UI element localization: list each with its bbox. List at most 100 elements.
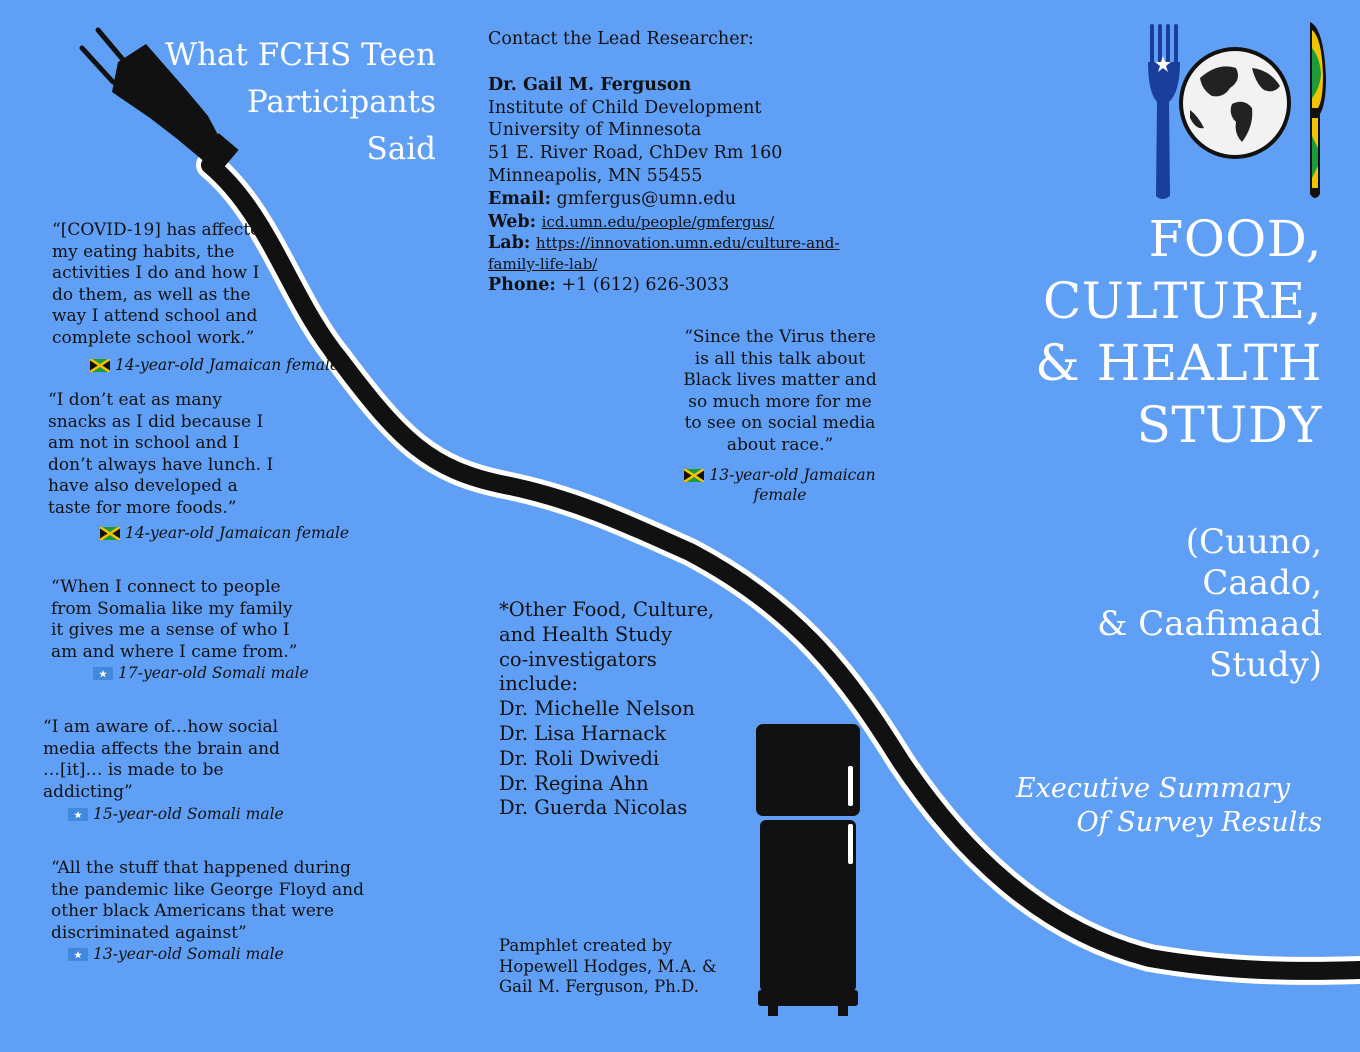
quote-line: the pandemic like George Floyd and — [51, 879, 364, 900]
quote-attribution-6: 13-year-old Jamaican female — [680, 465, 880, 505]
attribution-text: 17-year-old Somali male — [118, 664, 309, 682]
quote-line: addicting” — [43, 781, 133, 802]
phone-row: Phone: +1 (612) 626-3033 — [488, 274, 868, 297]
executive-summary-subtitle: Executive Summary Of Survey Results — [1016, 772, 1322, 840]
quote-attribution-2: 14-year-old Jamaican female — [100, 523, 349, 543]
credit-line: Pamphlet created by — [499, 936, 672, 955]
study-title-line: & HEALTH — [1035, 334, 1322, 392]
knife-icon — [1310, 22, 1326, 198]
attribution-text: 15-year-old Somali male — [93, 805, 284, 823]
lab-link[interactable]: https://innovation.umn.edu/culture-and- — [535, 234, 840, 253]
attribution-text: 14-year-old Jamaican female — [125, 524, 350, 542]
quote-line: about race.” — [726, 434, 834, 455]
quote-line: it gives me a sense of who I — [51, 620, 290, 640]
quote-line: am not in school and I — [48, 433, 240, 453]
somali-title-line: & Caafimaad — [1097, 604, 1322, 644]
quote-line: “All the stuff that happened during — [51, 858, 351, 878]
attribution-text: female — [753, 486, 807, 504]
quote-line: to see on social media — [684, 413, 876, 433]
teen-quote-4: “I am aware of…how social media affects … — [43, 717, 313, 803]
quote-line: my eating habits, the — [52, 241, 235, 262]
somali-title-line: Caado, — [1202, 563, 1322, 603]
credit-line: Hopewell Hodges, M.A. & — [499, 956, 717, 976]
somalia-flag-icon — [93, 667, 113, 680]
email-row: Email: gmfergus@umn.edu — [488, 188, 868, 211]
quote-line: do them, as well as the — [52, 284, 251, 305]
quote-line: media affects the brain and — [43, 738, 280, 759]
jamaica-flag-icon — [90, 359, 110, 372]
lab-row-continued: family-life-lab/ — [488, 254, 868, 275]
quote-line: so much more for me — [688, 391, 872, 412]
somalia-flag-icon — [68, 808, 88, 821]
coinvestigator-name: Dr. Roli Dwivedi — [499, 746, 660, 770]
panel-title-line: What FCHS Teen — [165, 37, 436, 73]
phone-label: Phone: — [488, 275, 556, 296]
teen-quote-6: “Since the Virus there is all this talk … — [680, 327, 880, 456]
coinvestigators-intro: and Health Study — [499, 622, 673, 646]
subtitle-line: Executive Summary — [1015, 773, 1290, 804]
quote-line: “When I connect to people — [51, 577, 281, 597]
study-title-line: CULTURE, — [1042, 272, 1322, 330]
teen-quote-3: “When I connect to people from Somalia l… — [51, 577, 321, 663]
email-label: Email: — [488, 188, 551, 209]
somali-title-line: Study) — [1208, 645, 1322, 685]
address-line: Institute of Child Development — [488, 97, 762, 118]
address-line: 51 E. River Road, ChDev Rm 160 — [488, 143, 783, 164]
coinvestigator-name: Dr. Michelle Nelson — [499, 697, 695, 721]
panel-title-line: Said — [366, 131, 436, 167]
quote-line: “I don’t eat as many — [48, 390, 223, 410]
coinvestigator-name: Dr. Lisa Harnack — [499, 721, 667, 745]
phone-value: +1 (612) 626-3033 — [561, 275, 730, 296]
coinvestigator-name: Dr. Guerda Nicolas — [499, 796, 688, 820]
panel-title: What FCHS Teen Participants Said — [150, 32, 436, 173]
study-title-line: FOOD, — [1148, 210, 1322, 268]
somali-study-title: (Cuuno, Caado, & Caafimaad Study) — [1072, 522, 1322, 686]
attribution-text: 14-year-old Jamaican female — [115, 356, 340, 374]
refrigerator-icon — [756, 724, 860, 1016]
quote-line: have also developed a — [48, 476, 238, 496]
coinvestigators-intro: co-investigators — [499, 647, 657, 671]
attribution-text: 13-year-old Jamaican — [709, 466, 876, 484]
web-link[interactable]: icd.umn.edu/people/gmfergus/ — [541, 212, 774, 231]
globe-icon — [1179, 47, 1291, 159]
quote-attribution-3: 17-year-old Somali male — [93, 663, 309, 683]
quote-line: am and where I came from.” — [51, 641, 298, 662]
address-line: Minneapolis, MN 55455 — [488, 165, 703, 186]
food-culture-logo — [1148, 22, 1326, 199]
quote-line: other black Americans that were — [51, 901, 334, 921]
email-value[interactable]: gmfergus@umn.edu — [556, 188, 737, 209]
lab-label: Lab: — [488, 233, 531, 254]
quote-line: taste for more foods.” — [48, 497, 237, 518]
lab-link-continued[interactable]: family-life-lab/ — [488, 254, 598, 273]
coinvestigators-list: *Other Food, Culture, and Health Study c… — [499, 598, 749, 821]
web-label: Web: — [488, 211, 537, 232]
contact-heading: Contact the Lead Researcher: — [488, 29, 754, 49]
quote-line: discriminated against” — [51, 922, 247, 943]
web-row: Web: icd.umn.edu/people/gmfergus/ — [488, 211, 868, 234]
panel-title-line: Participants — [246, 84, 436, 120]
quote-line: …[it]… is made to be — [43, 760, 224, 780]
researcher-name: Dr. Gail M. Ferguson — [488, 74, 692, 95]
jamaica-flag-icon — [684, 469, 705, 482]
quote-line: “I am aware of…how social — [43, 717, 279, 737]
somalia-flag-icon — [68, 948, 88, 961]
coinvestigators-intro: include: — [499, 672, 579, 696]
pamphlet-credit: Pamphlet created by Hopewell Hodges, M.A… — [499, 936, 749, 998]
contact-block: Contact the Lead Researcher: Dr. Gail M.… — [488, 28, 868, 297]
teen-quote-2: “I don’t eat as many snacks as I did bec… — [48, 390, 308, 519]
quote-line: snacks as I did because I — [48, 411, 264, 432]
study-title: FOOD, CULTURE, & HEALTH STUDY — [1035, 208, 1322, 456]
coinvestigators-intro: *Other Food, Culture, — [499, 598, 715, 621]
quote-attribution-4: 15-year-old Somali male — [68, 804, 284, 824]
quote-line: don’t always have lunch. I — [48, 454, 274, 475]
quote-line: from Somalia like my family — [51, 598, 293, 619]
teen-quote-1: “[COVID-19] has affected my eating habit… — [52, 220, 312, 349]
teen-quote-5: “All the stuff that happened during the … — [51, 858, 371, 944]
somali-title-line: (Cuuno, — [1185, 522, 1322, 562]
address-line: University of Minnesota — [488, 120, 702, 141]
quote-line: activities I do and how I — [52, 263, 260, 283]
jamaica-flag-icon — [100, 527, 120, 540]
attribution-text: 13-year-old Somali male — [93, 945, 284, 963]
quote-line: way I attend school and — [52, 306, 258, 326]
quote-line: “[COVID-19] has affected — [52, 220, 272, 240]
